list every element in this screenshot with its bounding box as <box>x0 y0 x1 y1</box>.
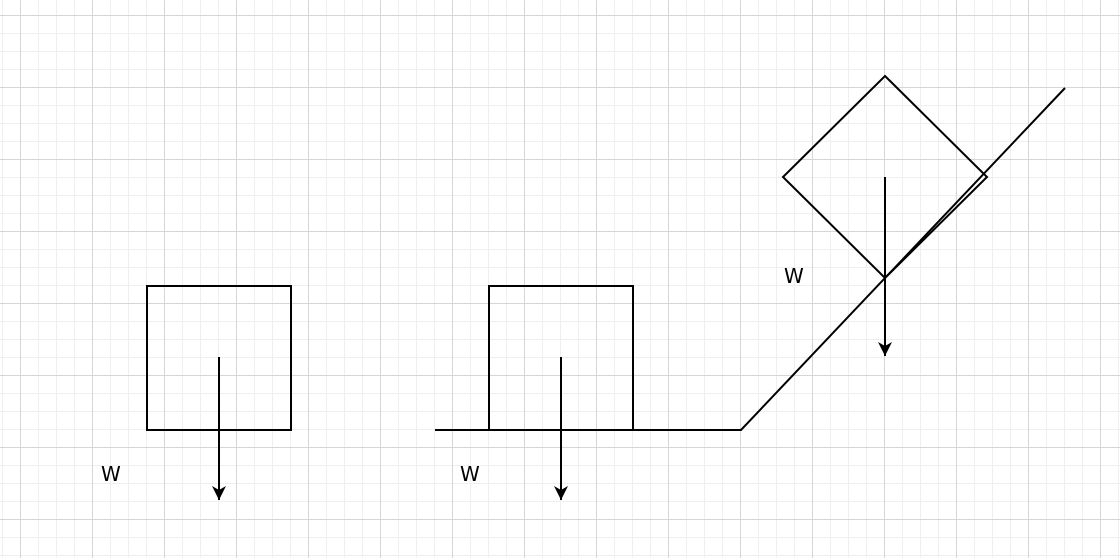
weight-arrow-head <box>878 342 892 356</box>
weight-arrow-head <box>212 486 226 500</box>
weight-label: W <box>784 264 804 288</box>
diagram-free-block: W <box>101 285 292 500</box>
ground-and-incline <box>435 87 1066 431</box>
weight-label: W <box>101 462 121 486</box>
weight-label: W <box>460 462 480 486</box>
diagram-block-on-incline: W <box>781 74 989 356</box>
weight-arrow-head <box>554 486 568 500</box>
diagram-block-on-surface: W <box>460 285 634 500</box>
